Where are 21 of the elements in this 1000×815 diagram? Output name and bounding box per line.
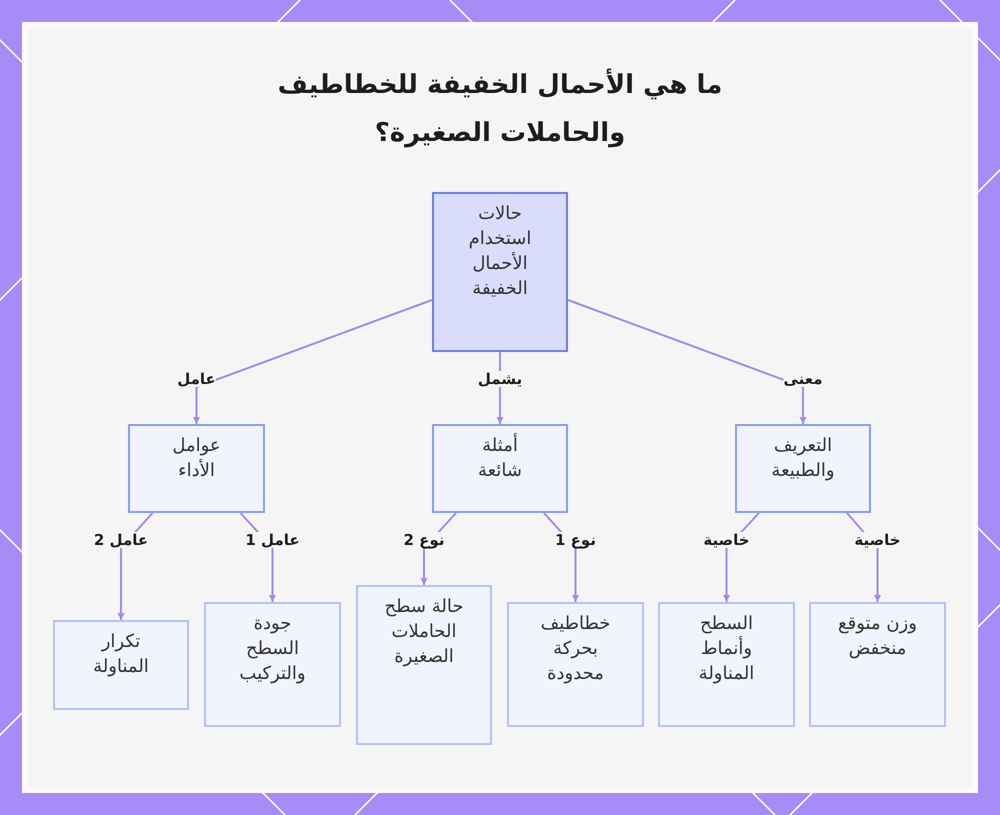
leaf-box: خطاطيف بحركة محدودة [507,602,644,727]
edge-label: خاصية [854,532,901,548]
category-box: أمثلة شائعة [432,424,568,513]
title: ما هي الأحمال الخفيفة للخطاطيف والحاملات الصغيرة؟ [276,68,724,150]
edge-label: عامل 1 [245,532,300,548]
edge-label: نوع 2 [404,532,444,548]
connector [568,299,806,424]
root-box: حالات استخدام الأحمال الخفيفة [432,192,568,352]
edge-label: يشمل [478,371,522,387]
leaf-box: حالة سطح الحاملات الصغيرة [356,585,492,745]
leaf-box: جودة السطح والتركيب [204,602,341,727]
leaf-box: تكرار المناولة [53,620,189,710]
leaf-box: وزن متوقع منخفض [809,602,946,727]
leaf-box: السطح وأنماط المناولة [658,602,795,727]
edge-label: نوع 1 [555,532,596,548]
category-box: عوامل الأداء [128,424,265,513]
category-box: التعريف والطبيعة [735,424,871,513]
connector [193,299,432,424]
edge-label: عامل 2 [94,532,148,548]
edge-label: خاصية [703,532,750,548]
edge-label: عامل [177,371,216,387]
